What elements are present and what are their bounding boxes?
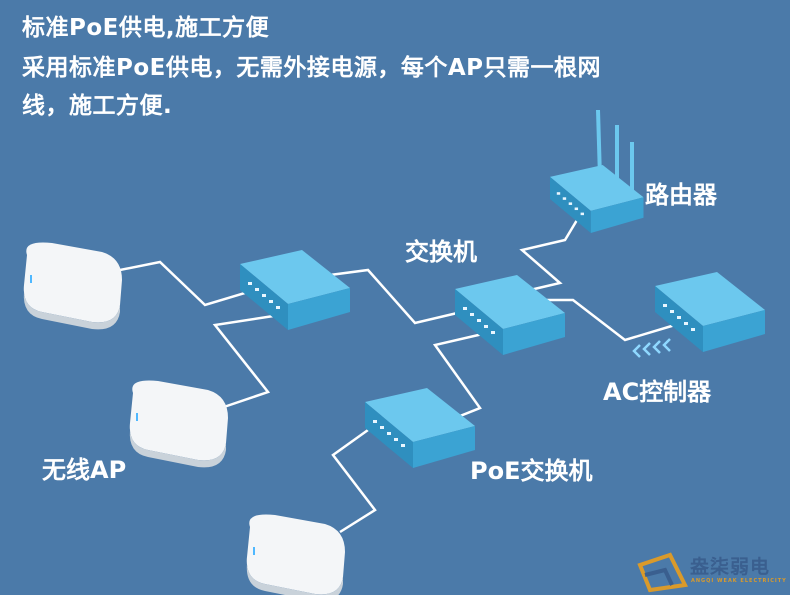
ac-controller xyxy=(655,272,765,352)
label-ac-controller: AC控制器 xyxy=(603,378,712,406)
signal-chevrons-icon xyxy=(632,338,671,358)
description-line-1: 采用标准PoE供电，无需外接电源，每个AP只需一根网 xyxy=(22,55,602,81)
router xyxy=(550,109,644,233)
poe-switch xyxy=(365,388,475,468)
wireless-ap-2 xyxy=(129,380,228,468)
wireless-ap-3 xyxy=(246,514,345,595)
title: 标准PoE供电,施工方便 xyxy=(22,15,270,41)
logo-mark xyxy=(637,552,689,593)
description-line-2: 线，施工方便. xyxy=(22,93,173,119)
core-switch xyxy=(455,275,565,355)
label-router: 路由器 xyxy=(645,181,717,209)
logo-subtitle: ANGQI WEAK ELECTRICITY xyxy=(691,578,787,584)
logo-name: 盎柒弱电 xyxy=(690,556,771,578)
label-poe-switch: PoE交换机 xyxy=(470,457,593,485)
wireless-ap-1 xyxy=(23,242,122,330)
label-wireless-ap: 无线AP xyxy=(42,456,127,484)
label-switch: 交换机 xyxy=(405,238,477,266)
